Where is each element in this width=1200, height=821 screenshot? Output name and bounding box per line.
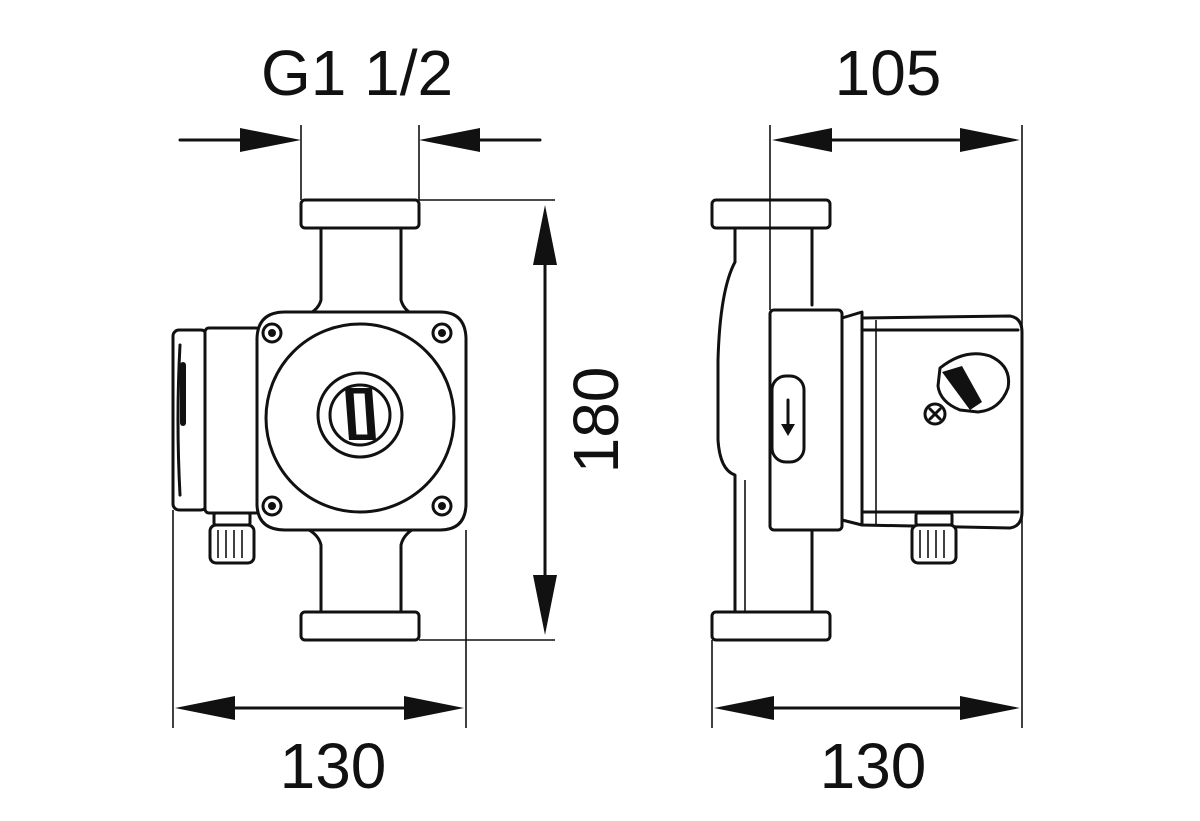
side-bottom-flange [710,610,832,642]
front-bottom-pipe-left [298,524,323,614]
side-top-flange [710,198,832,230]
front-top-pipe-left [298,226,323,320]
front-terminal-cover-edge [176,343,182,497]
front-top-flange [299,198,421,230]
front-terminal-box [203,326,262,515]
side-cable-gland [910,523,958,565]
side-cable-gland-nut [914,511,954,527]
dim-depth-label: 105 [835,37,942,109]
dim-height-label: 180 [560,367,632,474]
front-cable-gland [208,523,256,565]
front-screw-bottom-left [261,495,283,517]
front-view [171,198,468,642]
front-bottom-flange [299,610,421,642]
side-mount-flange [840,310,864,527]
front-screw-bottom-right [431,495,453,517]
dim-side-width-label: 130 [820,730,927,802]
front-bottom-pipe-right [399,524,422,614]
front-terminal-shadow [180,362,186,426]
front-screw-top-right [431,322,453,344]
front-screw-top-left [261,322,283,344]
dim-thread-label: G1 1/2 [261,37,453,109]
dim-front-width-label: 130 [280,730,387,802]
side-pipe-left [716,226,737,614]
dimension-lines [172,125,1023,728]
front-top-pipe-right [399,226,422,320]
side-view [710,198,1024,642]
flow-arrow-icon [781,424,795,436]
front-cable-gland-nut [212,511,252,527]
side-speed-knob-pointer [942,366,982,410]
